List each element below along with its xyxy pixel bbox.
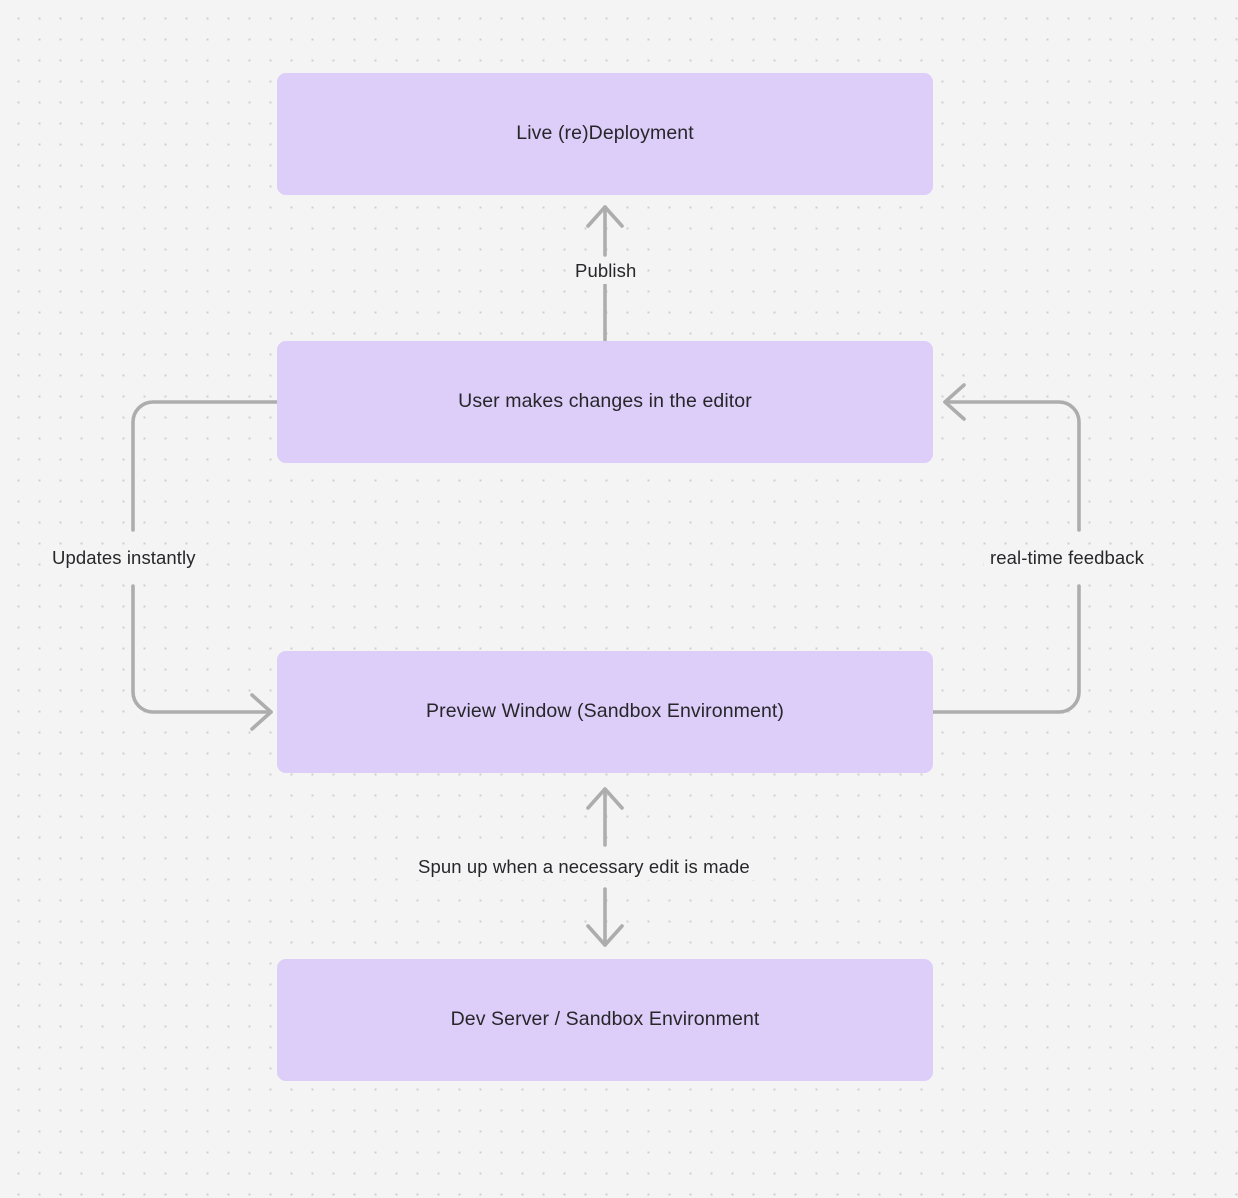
edge-label-updates-instantly: Updates instantly — [46, 545, 202, 572]
node-user-edits[interactable]: User makes changes in the editor — [277, 341, 933, 463]
edge-label-publish: Publish — [569, 258, 643, 285]
node-live-deployment[interactable]: Live (re)Deployment — [277, 73, 933, 195]
node-user-edits-label: User makes changes in the editor — [458, 390, 752, 413]
edge-label-spun-up: Spun up when a necessary edit is made — [412, 854, 756, 881]
node-dev-server-label: Dev Server / Sandbox Environment — [450, 1008, 760, 1031]
edge-label-real-time-feedback: real-time feedback — [984, 545, 1150, 572]
node-preview-window-label: Preview Window (Sandbox Environment) — [426, 700, 784, 723]
node-dev-server[interactable]: Dev Server / Sandbox Environment — [277, 959, 933, 1081]
node-preview-window[interactable]: Preview Window (Sandbox Environment) — [277, 651, 933, 773]
node-live-deployment-label: Live (re)Deployment — [516, 122, 694, 145]
